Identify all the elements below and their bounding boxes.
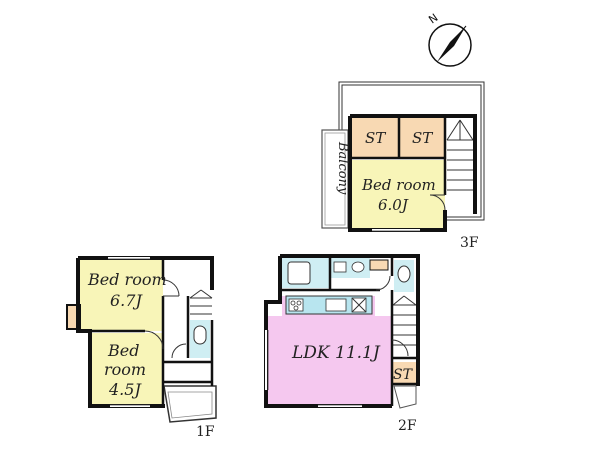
floor-1f: Bed room 6.7J Bed room 4.5J 1F bbox=[66, 256, 217, 440]
f3-bedroom-fill bbox=[352, 160, 445, 228]
f1-bedroom1-fill bbox=[80, 259, 163, 331]
f1-bedroom2-name-b: room bbox=[104, 360, 146, 379]
f3-st2-label: ST bbox=[412, 129, 433, 147]
f2-st-label: ST bbox=[393, 367, 414, 383]
f3-stairs bbox=[446, 119, 474, 212]
floor-2f: LDK 11.1J ST 2F bbox=[264, 254, 420, 434]
balcony-area bbox=[321, 129, 349, 229]
f3-bedroom-name: Bed room bbox=[361, 176, 436, 194]
f1-bedroom1-name: Bed room bbox=[87, 270, 167, 289]
f3-bedroom-size: 6.0J bbox=[378, 196, 409, 214]
f3-st1-fill bbox=[352, 118, 398, 158]
f1-stairs bbox=[189, 289, 213, 315]
floor-label-2f: 2F bbox=[398, 418, 417, 434]
f1-bedroom2-size: 4.5J bbox=[108, 380, 142, 399]
f2-st-fill bbox=[392, 362, 416, 384]
ldk-fill bbox=[268, 316, 392, 404]
f1-bedroom1-size: 6.7J bbox=[110, 291, 143, 310]
balcony-label: Balcony bbox=[335, 141, 350, 195]
f3-st2-fill bbox=[400, 118, 445, 158]
north-compass-icon: N bbox=[426, 11, 472, 67]
f1-bedroom2-fill bbox=[92, 333, 163, 404]
f1-bedroom2-name-a: Bed bbox=[107, 341, 139, 360]
floor-label-1f: 1F bbox=[196, 424, 215, 440]
floor-3f: ST ST Bed room 6.0J Balcony 3F bbox=[321, 81, 485, 251]
f2-stairs bbox=[392, 295, 417, 346]
svg-text:N: N bbox=[426, 11, 440, 26]
floor-label-3f: 3F bbox=[460, 235, 479, 251]
f3-st1-label: ST bbox=[365, 129, 386, 147]
ldk-label: LDK 11.1J bbox=[291, 343, 381, 363]
